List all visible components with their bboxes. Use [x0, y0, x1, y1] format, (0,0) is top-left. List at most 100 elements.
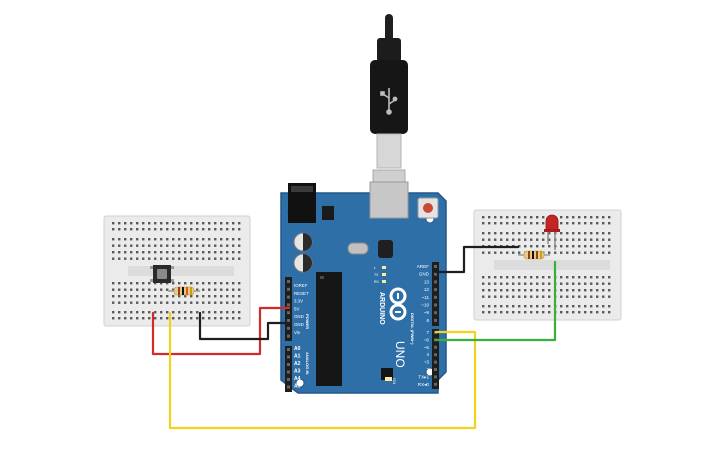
breadboard-hole[interactable] [190, 301, 193, 304]
breadboard-hole[interactable] [172, 317, 175, 320]
breadboard-hole[interactable] [172, 301, 175, 304]
breadboard-hole[interactable] [112, 311, 115, 314]
breadboard-hole[interactable] [166, 282, 169, 285]
breadboard-hole[interactable] [136, 317, 139, 320]
breadboard-hole[interactable] [542, 222, 545, 225]
breadboard-hole[interactable] [226, 301, 229, 304]
breadboard-hole[interactable] [548, 238, 551, 241]
breadboard-hole[interactable] [136, 251, 139, 254]
breadboard-hole[interactable] [488, 251, 491, 254]
breadboard-hole[interactable] [214, 244, 217, 247]
breadboard-hole[interactable] [112, 251, 115, 254]
breadboard-hole[interactable] [536, 295, 539, 298]
breadboard-hole[interactable] [536, 305, 539, 308]
breadboard-hole[interactable] [154, 257, 157, 260]
breadboard-hole[interactable] [154, 295, 157, 298]
breadboard-hole[interactable] [494, 222, 497, 225]
breadboard-hole[interactable] [142, 251, 145, 254]
breadboard-hole[interactable] [608, 289, 611, 292]
breadboard-hole[interactable] [118, 288, 121, 291]
breadboard-hole[interactable] [130, 317, 133, 320]
breadboard-hole[interactable] [572, 251, 575, 254]
breadboard-hole[interactable] [208, 222, 211, 225]
breadboard-hole[interactable] [130, 222, 133, 225]
breadboard-hole[interactable] [178, 317, 181, 320]
wires[interactable] [151, 245, 557, 430]
resistor-icon[interactable] [168, 286, 200, 296]
breadboard-hole[interactable] [536, 282, 539, 285]
breadboard-hole[interactable] [184, 228, 187, 231]
breadboard-hole[interactable] [542, 238, 545, 241]
breadboard-hole[interactable] [572, 222, 575, 225]
breadboard-hole[interactable] [172, 257, 175, 260]
breadboard-hole[interactable] [142, 222, 145, 225]
breadboard-hole[interactable] [160, 222, 163, 225]
breadboard-hole[interactable] [220, 288, 223, 291]
breadboard-hole[interactable] [596, 295, 599, 298]
breadboard-hole[interactable] [142, 257, 145, 260]
breadboard-hole[interactable] [142, 282, 145, 285]
breadboard-hole[interactable] [560, 251, 563, 254]
breadboard-hole[interactable] [148, 228, 151, 231]
breadboard-hole[interactable] [536, 289, 539, 292]
breadboard-hole[interactable] [566, 282, 569, 285]
breadboard-hole[interactable] [142, 317, 145, 320]
breadboard-hole[interactable] [494, 251, 497, 254]
breadboard-hole[interactable] [184, 282, 187, 285]
breadboard-hole[interactable] [226, 251, 229, 254]
header-pin[interactable] [287, 334, 290, 338]
breadboard-hole[interactable] [202, 282, 205, 285]
breadboard-hole[interactable] [148, 222, 151, 225]
breadboard-hole[interactable] [142, 295, 145, 298]
breadboard-hole[interactable] [524, 289, 527, 292]
header-pin[interactable] [434, 368, 437, 371]
breadboard-hole[interactable] [112, 228, 115, 231]
breadboard-hole[interactable] [232, 282, 235, 285]
breadboard-hole[interactable] [560, 311, 563, 314]
breadboard-hole[interactable] [506, 276, 509, 279]
breadboard-hole[interactable] [608, 282, 611, 285]
breadboard-hole[interactable] [196, 244, 199, 247]
breadboard-hole[interactable] [584, 282, 587, 285]
breadboard-hole[interactable] [124, 317, 127, 320]
breadboard-hole[interactable] [172, 288, 175, 291]
breadboard-hole[interactable] [512, 295, 515, 298]
breadboard-hole[interactable] [560, 295, 563, 298]
breadboard-hole[interactable] [214, 251, 217, 254]
breadboard-hole[interactable] [482, 222, 485, 225]
breadboard-hole[interactable] [530, 238, 533, 241]
breadboard-hole[interactable] [160, 238, 163, 241]
breadboard-hole[interactable] [148, 244, 151, 247]
breadboard-hole[interactable] [118, 282, 121, 285]
breadboard-hole[interactable] [482, 305, 485, 308]
breadboard-hole[interactable] [220, 301, 223, 304]
breadboard-hole[interactable] [154, 238, 157, 241]
breadboard-hole[interactable] [226, 257, 229, 260]
breadboard-hole[interactable] [124, 282, 127, 285]
header-pin[interactable] [287, 319, 290, 322]
breadboard-hole[interactable] [118, 228, 121, 231]
breadboard-hole[interactable] [482, 289, 485, 292]
breadboard-hole[interactable] [202, 311, 205, 314]
breadboard-hole[interactable] [208, 238, 211, 241]
breadboard-hole[interactable] [226, 244, 229, 247]
breadboard-hole[interactable] [118, 238, 121, 241]
breadboard-hole[interactable] [190, 238, 193, 241]
breadboard-hole[interactable] [220, 244, 223, 247]
header-pin[interactable] [434, 318, 437, 322]
breadboard-hole[interactable] [572, 289, 575, 292]
breadboard-hole[interactable] [578, 238, 581, 241]
breadboard-hole[interactable] [190, 244, 193, 247]
breadboard-hole[interactable] [572, 216, 575, 219]
breadboard-hole[interactable] [190, 222, 193, 225]
breadboard-hole[interactable] [578, 311, 581, 314]
breadboard-hole[interactable] [112, 301, 115, 304]
breadboard-hole[interactable] [518, 282, 521, 285]
breadboard-hole[interactable] [584, 245, 587, 248]
breadboard-hole[interactable] [548, 295, 551, 298]
breadboard-hole[interactable] [518, 289, 521, 292]
breadboard-hole[interactable] [482, 216, 485, 219]
breadboard-hole[interactable] [160, 228, 163, 231]
breadboard-hole[interactable] [196, 282, 199, 285]
breadboard-hole[interactable] [590, 232, 593, 235]
